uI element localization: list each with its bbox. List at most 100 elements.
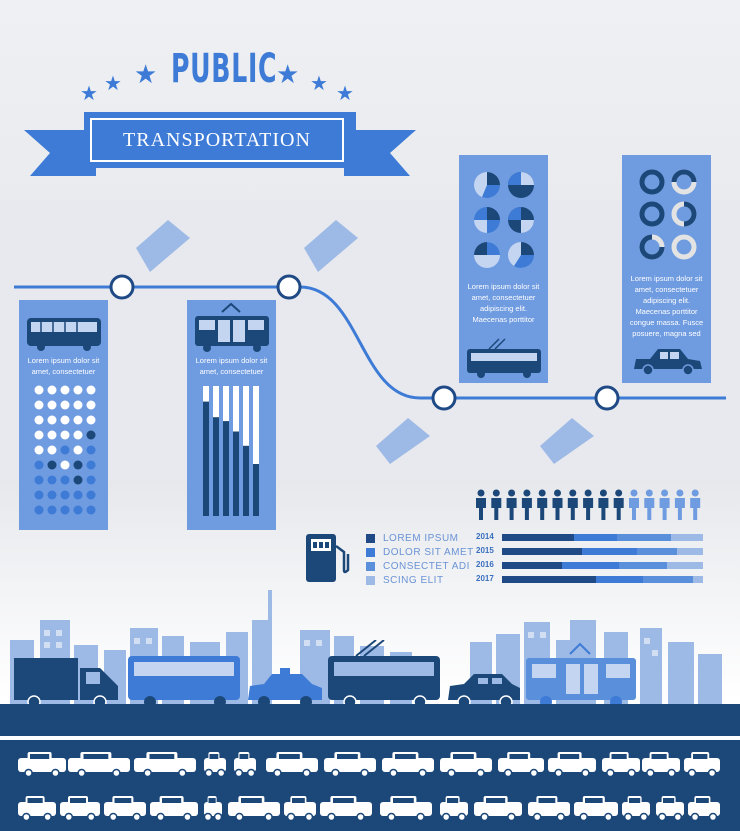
person-icon (674, 489, 685, 520)
pie-chart (474, 207, 500, 233)
star-icon: ★ (104, 73, 122, 95)
fire-truck-icon (320, 796, 372, 822)
dot-grid-dot (86, 430, 96, 440)
dot-grid-dot (60, 385, 70, 395)
star-icon: ★ (80, 83, 98, 105)
legend-swatch (366, 547, 375, 557)
star-icon: ★ (276, 59, 300, 89)
person-icon (629, 489, 639, 520)
dot-grid-dot (60, 490, 70, 500)
car-icon (104, 796, 146, 822)
year-label: 2015 (476, 546, 494, 555)
bus-icon (324, 752, 376, 778)
camper-icon (60, 796, 100, 822)
dot-grid-dot (47, 490, 57, 500)
dot-grid-dot (60, 475, 70, 485)
person-icon (690, 489, 701, 520)
dot-grid-dot (60, 400, 70, 410)
star-icon: ★ (310, 73, 328, 95)
dot-grid-dot (34, 415, 44, 425)
dot-grid-dot (73, 385, 83, 395)
legend-item: DOLOR SIT AMET (366, 547, 474, 558)
title-public: PUBLIC (171, 46, 278, 92)
taxi-icon (248, 668, 322, 708)
fuel-pump-icon (306, 534, 350, 582)
ring-chart-group (639, 169, 697, 260)
ring-chart (639, 201, 665, 227)
year-bar-segment (502, 548, 583, 555)
dot-grid-dot (47, 400, 57, 410)
dot-grid-dot (60, 445, 70, 455)
delivery-truck-icon (380, 796, 432, 822)
dot-grid-dot (34, 475, 44, 485)
star-icon: ★ (134, 59, 158, 89)
year-bar-segment (676, 548, 703, 555)
legend-item: SCING ELIT (366, 575, 444, 586)
star-icon: ★ (336, 83, 354, 105)
pie-chart (508, 242, 535, 269)
trolleybus-icon (382, 752, 434, 778)
legend-swatch (366, 575, 375, 585)
minivan-icon (498, 752, 544, 778)
train-icon (68, 752, 130, 778)
sports-car-icon (18, 796, 56, 822)
dot-grid-dot (60, 430, 70, 440)
suv-icon (548, 752, 596, 778)
year-label: 2017 (476, 574, 494, 583)
panel-bus: Lorem ipsum dolor sit amet, consectetuer (19, 300, 108, 530)
tram-icon (195, 302, 269, 352)
panel-car: Lorem ipsum dolor sit amet, consectetuer… (622, 155, 711, 383)
year-bar (502, 562, 703, 569)
legend-label: CONSECTET ADI (383, 560, 470, 572)
year-bar-segment (562, 562, 619, 569)
pie-chart (474, 172, 500, 198)
sedan-icon (642, 752, 680, 778)
legend-item: CONSECTET ADI (366, 560, 470, 572)
tram-icon (266, 752, 318, 778)
ambulance-icon (284, 796, 316, 822)
panel-bus-text: Lorem ipsum dolor sit amet, consectetuer (27, 356, 100, 376)
title-ribbon (24, 112, 416, 176)
year-label: 2014 (476, 532, 494, 541)
car-icon (634, 349, 702, 376)
legend-label: LOREM IPSUM (383, 532, 459, 544)
dot-grid-dot (60, 505, 70, 515)
semi-truck-icon (228, 796, 280, 822)
person-icon (476, 489, 486, 520)
coach-icon (440, 752, 492, 778)
bus-icon (27, 318, 101, 351)
panel-tram-text: Lorem ipsum dolor sit amet, consectetuer (195, 356, 268, 376)
dot-grid-dot (86, 415, 96, 425)
year-bar (502, 576, 703, 583)
year-bar-segment (666, 562, 703, 569)
dot-grid-dot (86, 400, 96, 410)
year-bar-segment (692, 576, 703, 583)
dot-grid-dot (34, 385, 44, 395)
year-bar-segment (582, 548, 637, 555)
dot-grid-dot (73, 460, 83, 470)
year-bar-segment (574, 534, 617, 541)
bar (253, 464, 259, 516)
vehicle-icon-set (18, 752, 720, 822)
tow-truck-icon (18, 752, 66, 778)
pie-chart-group (474, 172, 535, 269)
hatchback-icon (684, 752, 720, 778)
bar-track (253, 386, 259, 516)
pie-chart (474, 242, 500, 268)
person-icon (506, 489, 517, 520)
dot-grid-dot (86, 475, 96, 485)
pie-chart (508, 172, 534, 198)
dot-grid-dot (73, 430, 83, 440)
person-icon (598, 489, 609, 520)
dot-grid-dot (86, 505, 96, 515)
year-bar-segment (670, 534, 703, 541)
locomotive-icon (134, 752, 196, 778)
dot-grid-dot (73, 490, 83, 500)
panel-tram: Lorem ipsum dolor sit amet, consectetuer (187, 300, 276, 530)
dot-grid-dot (34, 430, 44, 440)
dot-grid-dot (60, 460, 70, 470)
dot-grid-dot (73, 400, 83, 410)
year-bar-segment (618, 562, 667, 569)
dot-grid-dot (73, 505, 83, 515)
ring-chart (671, 234, 697, 260)
